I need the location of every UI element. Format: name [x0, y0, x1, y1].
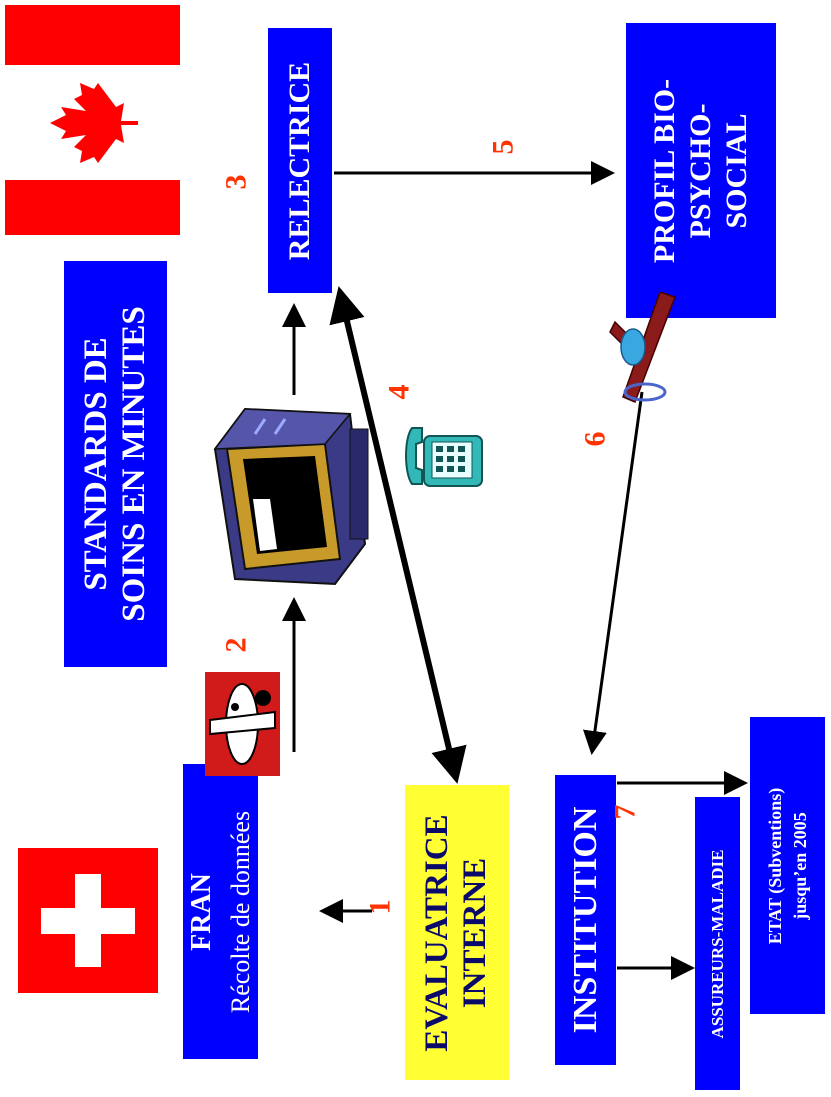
institution-label: INSTITUTION — [566, 806, 604, 1034]
swiss-flag-icon — [18, 848, 158, 993]
step-number-1: 1 — [363, 899, 397, 915]
canada-flag-icon — [5, 5, 180, 235]
etat-line2: jusqu’en 2005 — [789, 811, 810, 920]
assureurs-box: ASSUREURS-MALADIE — [695, 797, 740, 1090]
evaluatrice-box: EVALUATRICE INTERNE — [405, 785, 509, 1080]
standards-box: STANDARDS DE SOINS EN MINUTES — [64, 261, 167, 667]
step-number-7: 7 — [608, 804, 642, 820]
etat-line1: ETAT (Subventions) — [764, 787, 785, 944]
profil-line2: PSYCHO- — [684, 103, 717, 239]
envelope-plane-icon — [605, 292, 685, 412]
plane-icon — [205, 672, 280, 776]
step-number-4: 4 — [382, 384, 416, 400]
standards-line1: STANDARDS DE — [77, 337, 114, 591]
profil-box: PROFIL BIO- PSYCHO- SOCIAL — [626, 23, 776, 318]
profil-line3: SOCIAL — [720, 112, 753, 229]
fran-subtitle: Récolte de données — [225, 810, 255, 1013]
step-number-3: 3 — [219, 174, 253, 190]
fran-box: FRAN Récolte de données — [183, 764, 258, 1059]
step-number-6: 6 — [578, 431, 612, 447]
evaluatrice-line2: INTERNE — [457, 857, 493, 1008]
standards-line2: SOINS EN MINUTES — [115, 306, 152, 622]
relectrice-label: RELECTRICE — [283, 61, 316, 260]
telephone-icon — [402, 418, 487, 490]
computer-icon — [175, 395, 380, 600]
evaluatrice-line1: EVALUATRICE — [419, 813, 456, 1052]
etat-box: ETAT (Subventions) jusqu’en 2005 — [750, 717, 825, 1014]
step-number-2: 2 — [219, 637, 253, 653]
fran-title: FRAN — [185, 872, 217, 951]
assureurs-label: ASSUREURS-MALADIE — [707, 849, 727, 1038]
profil-line1: PROFIL BIO- — [648, 78, 681, 263]
step-number-5: 5 — [486, 139, 520, 155]
relectrice-box: RELECTRICE — [268, 28, 332, 293]
institution-box: INSTITUTION — [555, 775, 616, 1065]
